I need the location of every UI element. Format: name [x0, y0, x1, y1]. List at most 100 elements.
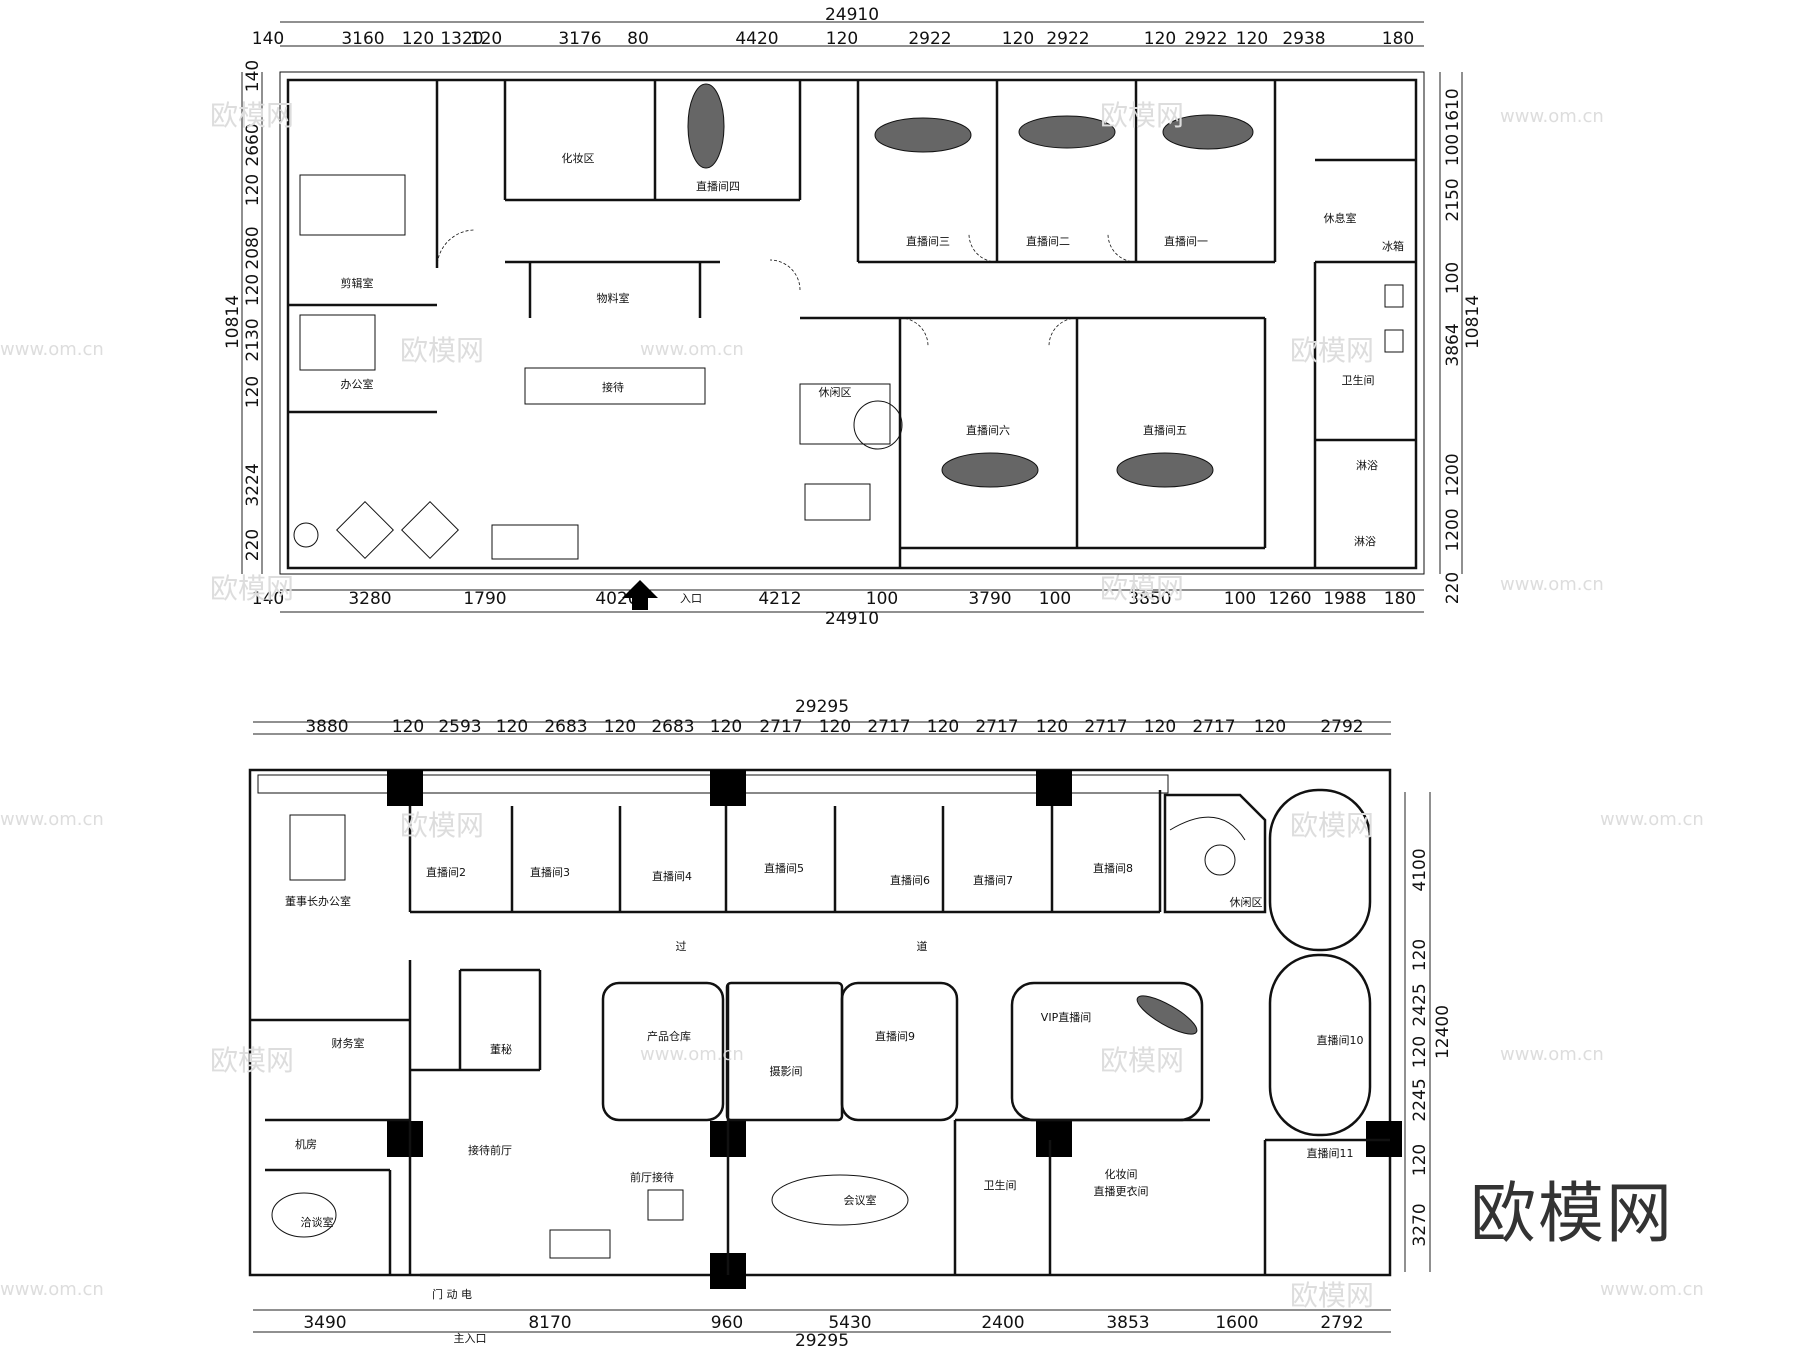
room-label: 办公室: [341, 377, 374, 391]
plan1-right-dim: 1610: [1443, 88, 1463, 131]
room-label: 化妆间: [1105, 1167, 1138, 1181]
plan1-top-dim: 120: [470, 29, 502, 49]
plan1-bottom-dim: 4212: [758, 589, 801, 609]
column: [710, 770, 746, 806]
corridor-label: 过: [676, 940, 687, 953]
room-label: 直播间三: [906, 234, 950, 248]
plan1-right-dims: 1610 100 2150 100 3864 1200 1200 220: [1443, 88, 1463, 604]
entrance-arrow-icon: [622, 580, 658, 610]
watermark: 欧模网: [1290, 809, 1374, 842]
plan-1: 24910 140 3160 120 1320 120 3176 80 4420…: [223, 5, 1483, 629]
plan1-right-dim: 2150: [1443, 178, 1463, 221]
leisure-sofa: [1169, 816, 1246, 841]
vip-desk: [1136, 995, 1198, 1035]
plan1-left-dims: 140 2660 120 2080 120 2130 120 3224 220: [243, 60, 263, 561]
plan2-top-dim: 120: [392, 717, 424, 737]
front-cabinet: [647, 1189, 684, 1221]
room-label: 机房: [295, 1137, 317, 1151]
plan2-top-dim: 2792: [1320, 717, 1363, 737]
plan1-top-dim: 120: [826, 29, 858, 49]
room-label: 董秘: [490, 1042, 512, 1056]
room-label: 直播间10: [1317, 1033, 1364, 1047]
room-label: 直播更衣间: [1094, 1184, 1149, 1198]
plan1-bottom-dim: 1790: [463, 589, 506, 609]
plan2-bottom-dim: 3490: [303, 1313, 346, 1333]
plan1-bottom-dim: 3280: [348, 589, 391, 609]
room-label: 洽谈室: [301, 1215, 334, 1229]
room-label: 产品仓库: [647, 1029, 691, 1043]
plan2-top-dim: 120: [710, 717, 742, 737]
corridor-label: 道: [917, 939, 928, 953]
door-swing: [1107, 233, 1137, 263]
plan1-bottom-dim: 1988: [1323, 589, 1366, 609]
plan2-top-dim: 120: [1254, 717, 1286, 737]
lattice-table: [401, 501, 459, 559]
column: [1036, 1121, 1072, 1157]
plan1-left-dim: 120: [243, 174, 263, 206]
room-label: 冰箱: [1382, 239, 1404, 253]
room-label: 直播间8: [1093, 861, 1133, 875]
leisure-table: [1204, 844, 1236, 876]
site-logo: 欧模网: [1470, 1175, 1674, 1252]
plan2-top-dim: 120: [496, 717, 528, 737]
plan2-top-total: 29295: [795, 697, 849, 717]
watermark-url: www.om.cn: [1500, 106, 1604, 127]
room-label: 财务室: [332, 1036, 365, 1050]
plan2-right-dims: 4100 120 2425 120 2245 120 3270: [1410, 848, 1430, 1246]
plan1-top-dim: 2938: [1282, 29, 1325, 49]
watermark-url: www.om.cn: [1500, 1044, 1604, 1065]
room-label: 摄影间: [770, 1064, 803, 1078]
room-label: 董事长办公室: [285, 894, 351, 908]
toilet-icon: [1384, 284, 1404, 308]
watermark-url: www.om.cn: [0, 339, 104, 360]
room-label: 直播间7: [973, 873, 1013, 887]
plan1-right-total: 10814: [1463, 295, 1483, 349]
room-label: 淋浴: [1354, 535, 1376, 548]
spiral-stair-icon: [293, 522, 319, 548]
plan1-right-dim: 1200: [1443, 453, 1463, 496]
room-label: 直播间6: [890, 873, 930, 887]
toilet-icon: [1384, 329, 1404, 353]
office-desk: [299, 314, 376, 371]
room-label: VIP直播间: [1041, 1010, 1091, 1024]
meeting-table: [771, 1174, 909, 1226]
plan2-top-dim: 2717: [1192, 717, 1235, 737]
plan1-right-dim: 220: [1443, 572, 1463, 604]
watermark-url: www.om.cn: [640, 339, 744, 360]
plan1-bottom-dim: 100: [1224, 589, 1256, 609]
room-label: 会议室: [844, 1193, 877, 1207]
plan1-top-dim: 2922: [1184, 29, 1227, 49]
room-label: 物料室: [597, 291, 630, 305]
chairman-desk: [289, 814, 346, 881]
plan1-outer-line: [279, 71, 1425, 575]
plan2-top-dim: 2717: [867, 717, 910, 737]
plan1-top-total: 24910: [825, 5, 879, 25]
door-swing: [769, 259, 801, 291]
live6-desk: [941, 452, 1039, 488]
room-label: 直播间5: [764, 861, 804, 875]
watermark: 欧模网: [210, 1044, 294, 1077]
plan2-top-dim: 120: [927, 717, 959, 737]
plan1-bottom-total: 24910: [825, 609, 879, 629]
plan1-bottom-dim: 100: [1039, 589, 1071, 609]
column: [387, 770, 423, 806]
plan1-top-dim: 2922: [908, 29, 951, 49]
room-label: 淋浴: [1356, 459, 1378, 472]
plan2-partitions: [250, 790, 1390, 1275]
plan1-left-total: 10814: [223, 295, 243, 349]
plan1-top-dim: 2922: [1046, 29, 1089, 49]
room-label: 直播间五: [1143, 423, 1187, 437]
plan2-top-dim: 120: [604, 717, 636, 737]
watermark: 欧模网: [1100, 99, 1184, 132]
plan2-right-dim: 120: [1410, 1144, 1430, 1176]
room-label: 直播间9: [875, 1029, 915, 1043]
plan2-top-dims: 3880 120 2593 120 2683 120 2683 120 2717…: [305, 717, 1363, 737]
plan2-right-dim: 2245: [1410, 1078, 1430, 1121]
plan2-right-dim: 2425: [1410, 983, 1430, 1026]
room-label: 直播间4: [652, 869, 692, 883]
watermark: 欧模网: [400, 334, 484, 367]
main-entrance-label: 主入口: [454, 1332, 487, 1345]
plan1-top-dim: 120: [1236, 29, 1268, 49]
plan1-top-dim: 1320: [440, 29, 483, 49]
